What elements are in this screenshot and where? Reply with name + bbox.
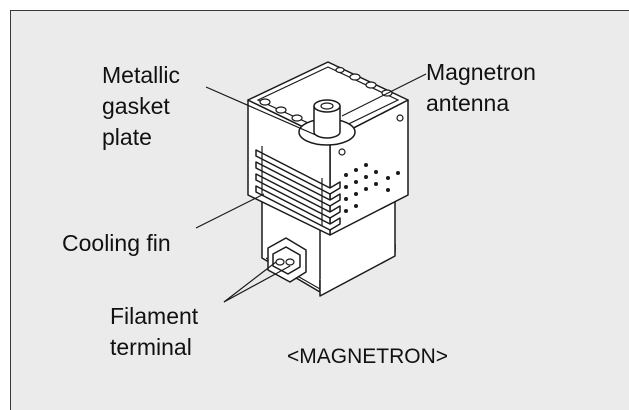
- cooling-fins: [255, 146, 341, 231]
- leader-lines: [195, 73, 427, 303]
- figure-caption: <MAGNETRON>: [287, 345, 449, 368]
- magnetron-antenna: [313, 99, 341, 139]
- label-cooling-fin: Cooling fin: [62, 230, 171, 256]
- magnetron-illustration: .ln { fill: #ffffff; stroke: #1a1a1a; st…: [195, 61, 427, 303]
- side-vent-dots: [338, 114, 404, 213]
- filament-terminal-box: [267, 237, 307, 283]
- mounting-holes: [259, 66, 393, 132]
- label-magnetron-antenna: Magnetron antenna: [426, 59, 536, 116]
- label-filament-terminal: Filament terminal: [110, 303, 199, 360]
- label-metallic-gasket-plate: Metallic gasket plate: [102, 62, 180, 150]
